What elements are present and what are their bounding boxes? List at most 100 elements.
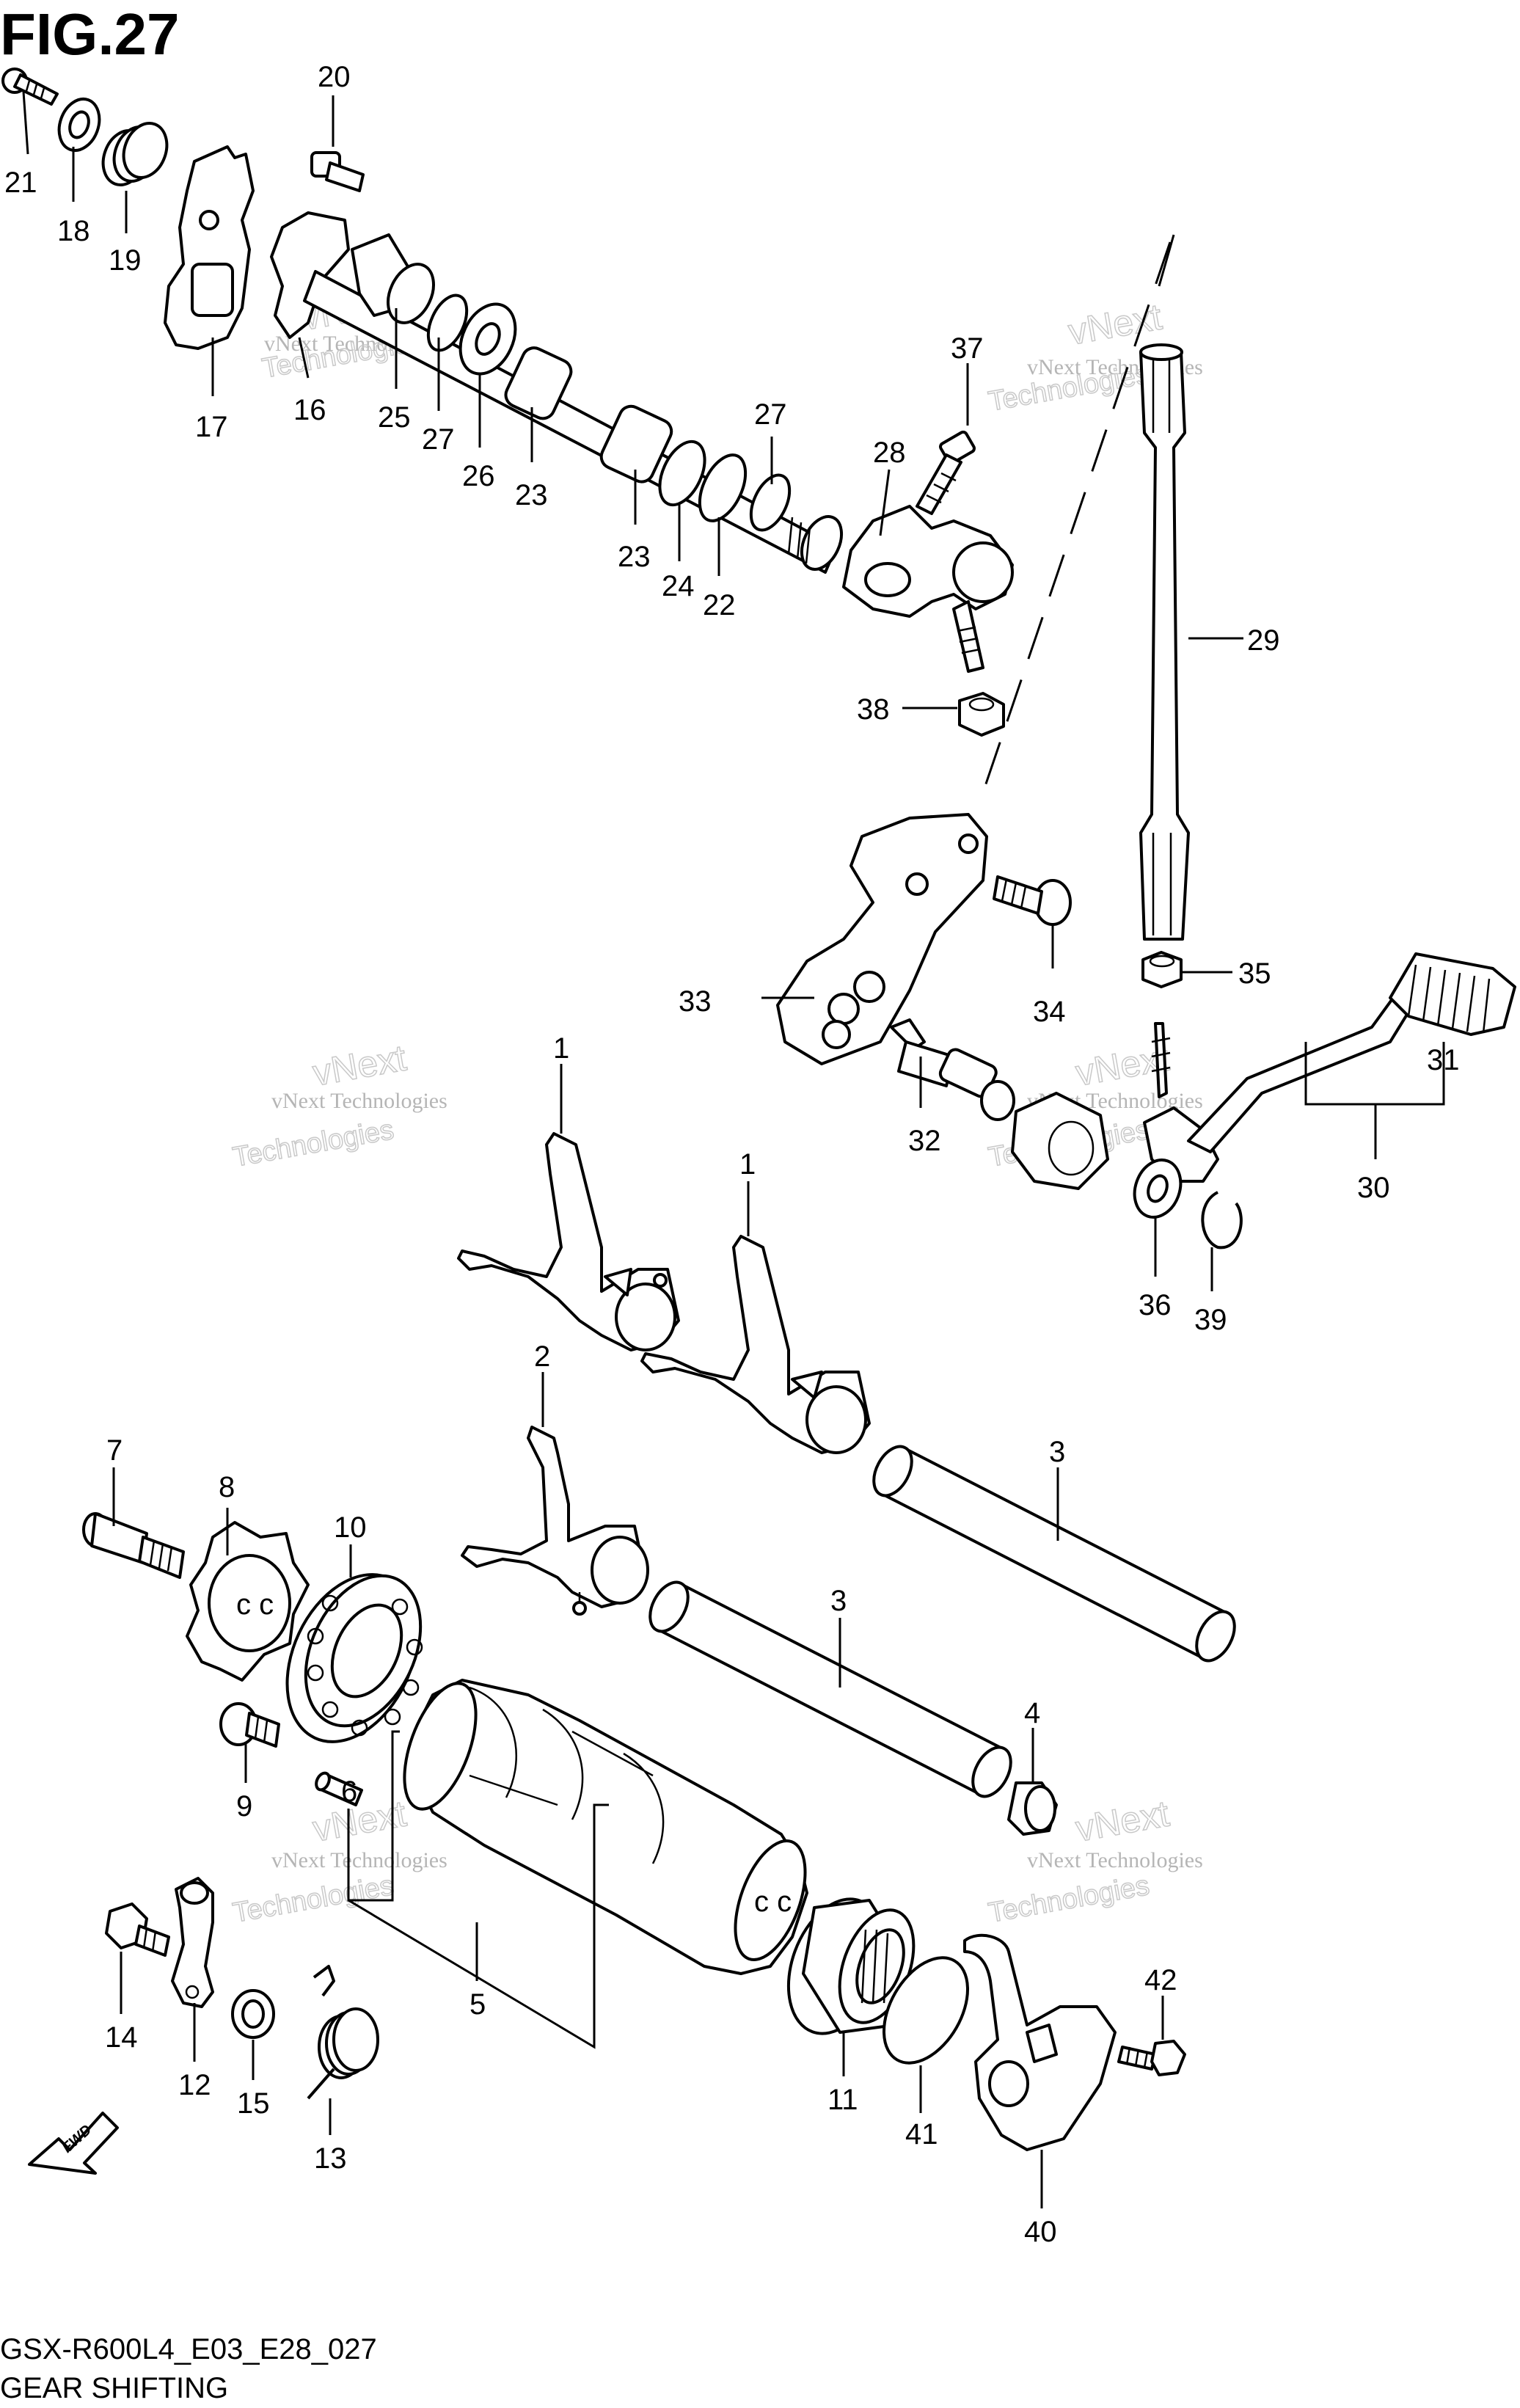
callout-28: 28 (873, 437, 906, 469)
callout-22: 22 (703, 589, 736, 621)
callout-35: 35 (1238, 957, 1271, 990)
callout-1: 1 (739, 1148, 756, 1181)
fwd-arrow-icon: FWD (28, 2112, 119, 2175)
svg-text:vNext Technologies: vNext Technologies (271, 1848, 447, 1872)
callout-36: 36 (1139, 1289, 1172, 1321)
part-6-pin (315, 1771, 363, 1806)
callout-14: 14 (105, 2021, 138, 2054)
part-14-bolt (105, 1902, 170, 1957)
callout-7: 7 (106, 1434, 123, 1467)
footer-code: GSX-R600L4_E03_E28_027 (0, 2333, 377, 2365)
callout-12: 12 (178, 2069, 211, 2101)
callout-1: 1 (553, 1032, 569, 1065)
callout-39: 39 (1194, 1304, 1227, 1336)
callout-6: 6 (341, 1776, 357, 1808)
part-41-oring (883, 1956, 969, 2065)
callout-17: 17 (195, 411, 228, 443)
callout-2: 2 (534, 1340, 550, 1373)
part-15-collar (231, 1989, 275, 2039)
callout-42: 42 (1144, 1964, 1177, 1996)
part-3-shaft-b (648, 1580, 1012, 1798)
callout-30: 30 (1357, 1172, 1390, 1204)
part-40-stopper (963, 1933, 1117, 2151)
part-33-bracket (776, 813, 988, 1065)
callout-13: 13 (314, 2142, 347, 2175)
part-38-nut (958, 692, 1005, 737)
part-17-plate (164, 145, 255, 350)
shift-shaft (303, 233, 844, 574)
part-8-cam: c c (186, 1521, 310, 1682)
part-11-bearing (786, 1897, 916, 2035)
callout-41: 41 (905, 2118, 938, 2150)
figure-title: FIG.27 (0, 1, 180, 67)
callout-23: 23 (618, 541, 651, 573)
callout-10: 10 (334, 1511, 367, 1544)
svg-text:Technologies: Technologies (230, 1114, 396, 1173)
svg-text:vNext: vNext (310, 1037, 409, 1093)
callout-23: 23 (515, 479, 548, 511)
callout-21: 21 (4, 167, 37, 199)
callout-37: 37 (951, 332, 984, 365)
watermark-5: vNext Technologies vNext Technologies (230, 1792, 447, 1930)
callout-18: 18 (57, 215, 90, 247)
callout-labels: 21 18 19 17 16 20 25 27 26 23 23 24 22 2… (4, 61, 1460, 2248)
callout-4: 4 (1024, 1697, 1040, 1729)
callout-11: 11 (827, 2084, 858, 2116)
part-12-plate (171, 1877, 214, 2008)
callout-34: 34 (1033, 996, 1066, 1028)
callout-27: 27 (754, 398, 787, 431)
part-20-bolt (310, 151, 365, 192)
svg-text:vNext: vNext (1073, 1792, 1172, 1849)
callout-29: 29 (1247, 624, 1280, 657)
callout-32: 32 (908, 1125, 941, 1157)
callout-20: 20 (318, 61, 351, 93)
svg-text:vNext: vNext (1065, 296, 1165, 352)
part-1-fork-b (640, 1235, 871, 1454)
callout-24: 24 (662, 570, 695, 602)
leader-dashed (982, 234, 1175, 793)
part-39-circlip (1201, 1191, 1243, 1249)
part-42-bolt (1117, 2040, 1186, 2076)
callout-3: 3 (830, 1585, 847, 1617)
part-1-fork-a (457, 1132, 680, 1351)
watermark-3: vNext Technologies vNext Technologies (230, 1037, 447, 1174)
leader-lines (22, 91, 1445, 2208)
part-21-bolt (1, 68, 59, 106)
callout-27: 27 (422, 423, 455, 456)
svg-text:vNext Technologies: vNext Technologies (271, 1089, 447, 1113)
part-10-bearing (285, 1573, 423, 1743)
part-37-bolt (916, 430, 976, 515)
part-29-rod (1139, 343, 1190, 941)
part-35-nut (1141, 951, 1183, 988)
svg-text:c c: c c (754, 1886, 792, 1918)
part-4-cap (1007, 1781, 1058, 1836)
callout-5: 5 (469, 1988, 486, 2021)
part-9-bolt (219, 1702, 280, 1748)
part-19-spring (101, 122, 169, 186)
part-13-spring (307, 1965, 379, 2100)
part-32-bolt (890, 1018, 1015, 1121)
svg-text:vNext Technologies: vNext Technologies (1027, 1848, 1203, 1872)
callout-33: 33 (679, 985, 712, 1018)
callout-9: 9 (236, 1790, 252, 1823)
part-5-drum: c c (403, 1679, 808, 1975)
callout-19: 19 (109, 244, 142, 277)
callout-3: 3 (1049, 1436, 1065, 1468)
callout-26: 26 (462, 460, 495, 492)
part-34-bolt (993, 875, 1072, 926)
part-18-washer (57, 98, 101, 152)
part-36-washer (1133, 1159, 1183, 1219)
part-2-fork (461, 1426, 649, 1616)
callout-16: 16 (293, 394, 326, 426)
callout-40: 40 (1024, 2216, 1057, 2248)
part-28-arm (842, 505, 1014, 673)
callout-8: 8 (219, 1471, 235, 1503)
part-7-pin (82, 1512, 185, 1579)
footer-caption: GEAR SHIFTING (0, 2372, 228, 2404)
svg-text:Technologies: Technologies (986, 1870, 1152, 1929)
callout-15: 15 (237, 2087, 270, 2120)
part-3-shaft-a (872, 1445, 1236, 1663)
callout-38: 38 (857, 693, 890, 726)
callout-31: 31 (1427, 1044, 1460, 1076)
